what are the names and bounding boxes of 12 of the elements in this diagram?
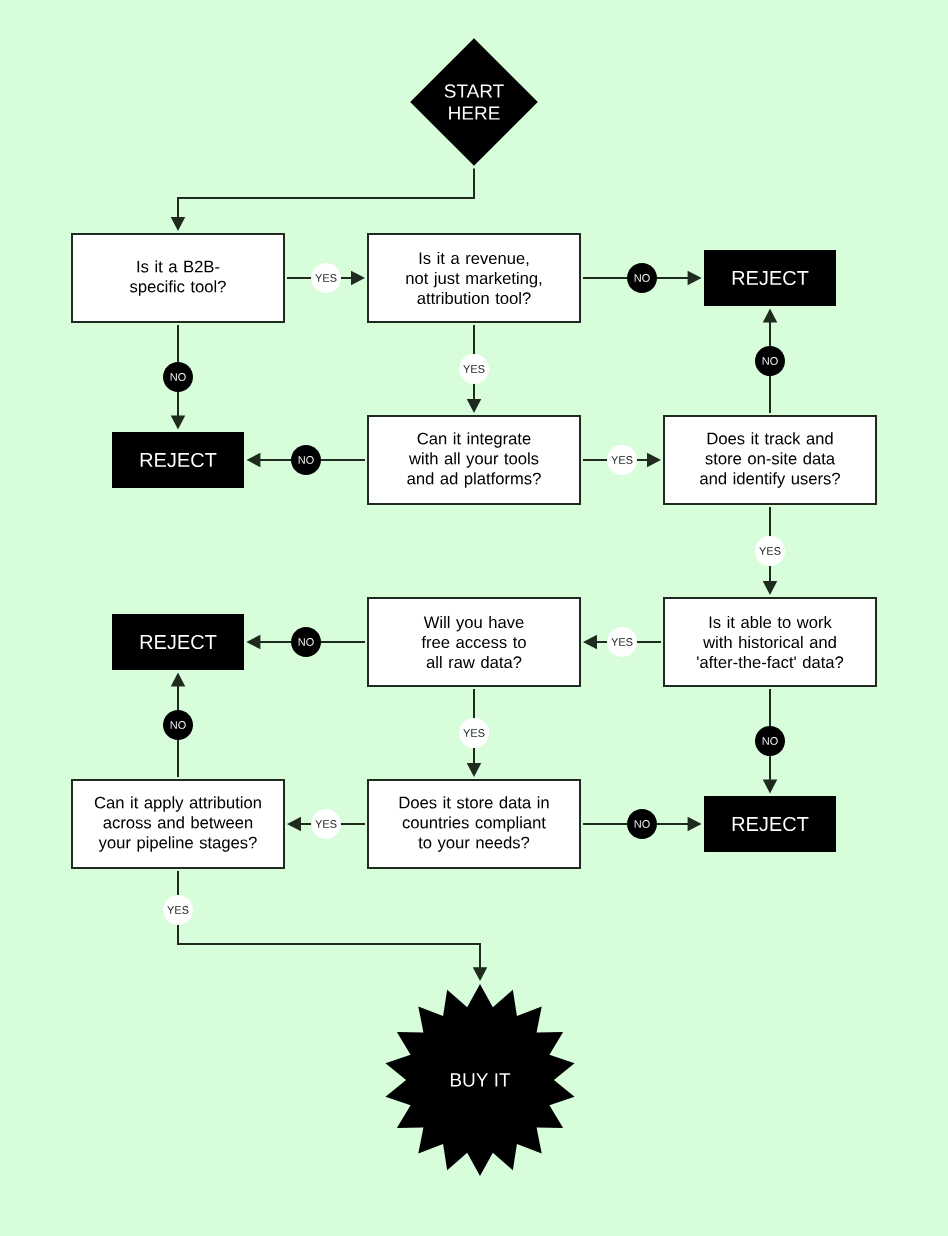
question-box: Will you have free access to all raw data? [367, 597, 581, 687]
question-box: Can it integrate with all your tools and ad platforms? [367, 415, 581, 505]
question-box: Is it a B2B-specific tool? [71, 233, 285, 323]
reject-box: REJECT [112, 432, 244, 488]
reject-box: REJECT [704, 796, 836, 852]
reject-box: REJECT [112, 614, 244, 670]
question-box: Is it a revenue, not just marketing, attribution tool? [367, 233, 581, 323]
question-box: Does it track and store on-site data and identify users? [663, 415, 877, 505]
question-box: Does it store data in countries compliant to your needs? [367, 779, 581, 869]
question-box: Can it apply attribution across and between your pipeline stages? [71, 779, 285, 869]
reject-box: REJECT [704, 250, 836, 306]
question-box: Is it able to work with historical and 'after-the-fact' data? [663, 597, 877, 687]
